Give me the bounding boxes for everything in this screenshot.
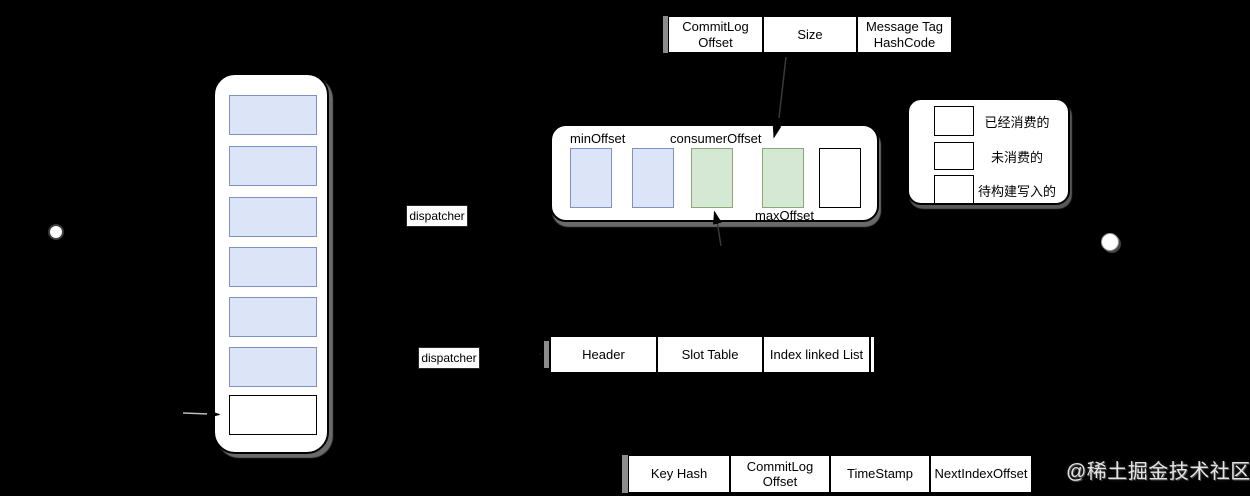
dispatcher-label-bottom: dispatcher [419,348,479,368]
commitlog-block-6 [229,347,317,387]
legend: 已经消费的 未消费的 待构建写入的 [907,98,1070,205]
message-entry-cell-tag-hashcode: Message Tag HashCode [857,16,952,53]
right-endpoint-circle [1101,233,1119,251]
commitlog-block-5 [229,297,317,337]
consumer-offset-label: consumerOffset [670,131,762,146]
legend-label-consumed: 已经消费的 [984,114,1050,130]
queue-block-1 [570,148,612,208]
message-entry-cell-commitlog-offset: CommitLog Offset [668,16,763,53]
commitlog-block-1 [229,95,317,135]
queue-block-2 [632,148,674,208]
queue-block-5 [819,148,861,208]
message-entry-table-left-strip [663,16,668,53]
min-offset-label: minOffset [570,131,626,146]
legend-row-consumed: 已经消费的 [934,106,1060,136]
index-entry-cell-next-index-offset: NextIndexOffset [930,455,1032,493]
watermark: @稀土掘金技术社区 [1066,461,1250,483]
legend-label-unconsumed: 未消费的 [990,149,1043,165]
legend-label-pending: 待构建写入的 [977,183,1056,199]
legend-swatch-consumed [934,106,974,136]
legend-swatch-unconsumed [934,142,974,170]
dispatcher-label-top: dispatcher [407,206,467,226]
legend-row-pending: 待构建写入的 [934,175,1060,205]
index-file-cell-tail-sliver [870,336,875,373]
index-entry-cell-commitlog-offset: CommitLog Offset [730,455,830,493]
max-offset-label: maxOffset [755,208,815,223]
left-endpoint-circle [48,224,64,240]
commitlog-container [213,73,329,454]
index-file-table-left-strip [544,341,549,368]
index-entry-cell-timestamp: TimeStamp [830,455,930,493]
consume-queue-container: minOffset consumerOffset maxOffset [550,124,879,223]
index-entry-cell-key-hash: Key Hash [628,455,730,493]
commitlog-block-2 [229,146,317,186]
index-file-cell-index-linked-list: Index linked List [763,336,870,373]
index-file-table: Header Slot Table Index linked List [550,336,875,373]
index-entry-table-left-strip [622,455,628,493]
legend-row-unconsumed: 未消费的 [934,142,1060,170]
queue-block-3 [691,148,733,208]
commitlog-block-pending [229,395,317,435]
message-entry-cell-size: Size [763,16,857,53]
message-entry-table: CommitLog Offset Size Message Tag HashCo… [668,16,952,53]
index-file-cell-header: Header [550,336,657,373]
index-entry-table: Key Hash CommitLog Offset TimeStamp Next… [628,455,1032,493]
commitlog-block-4 [229,247,317,287]
queue-block-4 [762,148,804,208]
legend-swatch-pending [934,175,974,205]
index-file-cell-slot-table: Slot Table [657,336,763,373]
commitlog-block-3 [229,197,317,237]
